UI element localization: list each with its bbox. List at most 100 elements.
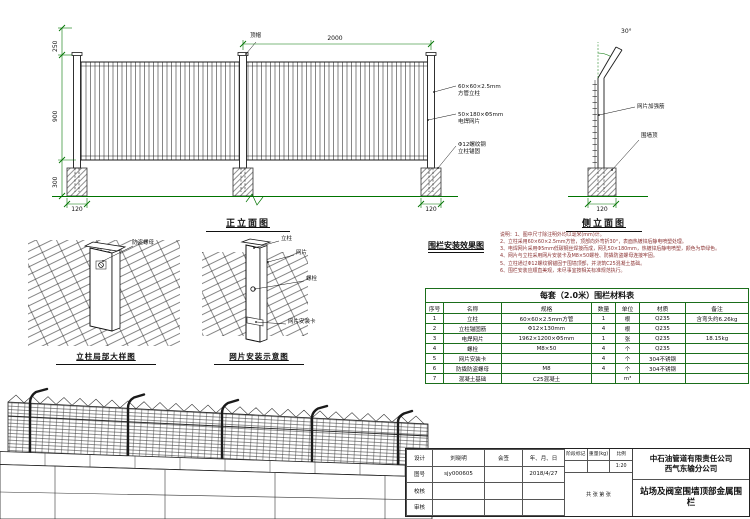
front-mesh-label-line1: 50×180×Φ5mm (458, 112, 504, 118)
cell: 个 (615, 343, 640, 354)
detail-mesh-mesh-label: 网片 (296, 250, 308, 256)
sign-row: 设计 刘晓明 会签 年、月、日 (406, 449, 565, 467)
stage-header-row: 阶段标记 重量(kg) 比例 (565, 449, 632, 461)
cell: 304不锈钢 (639, 363, 686, 374)
detail-mesh-bolt-label: 螺栓 (306, 276, 318, 282)
detail-mesh (202, 238, 308, 343)
title-block-middle: 阶段标记 重量(kg) 比例 1:20 共 张 第 张 (565, 449, 633, 516)
front-view-title: 正立面图 (206, 216, 290, 232)
note-item: 1、图中尺寸除注明外均以毫米(mm)计。 (514, 232, 605, 238)
sign-extra (484, 498, 523, 516)
title-block-right: 中石油管道有限责任公司 西气东输分公司 站场及阀室围墙顶部金属围栏 (633, 449, 749, 516)
cell: 4 (591, 323, 616, 334)
sign-extra: 会签 (484, 449, 523, 467)
signature-table: 设计 刘晓明 会签 年、月、日 图号 sjy000605 2018/4/27 校… (406, 449, 565, 516)
effect-view-title: 围栏安装效果图 (428, 240, 484, 253)
detail-mesh-clip-label: 网片安装卡 (288, 319, 316, 325)
side-walltop-label: 围墙顶 (641, 133, 658, 139)
cell: 18.15kg (684, 333, 750, 344)
angle-label-30deg: 30° (621, 28, 632, 35)
col-header-remark: 备注 (684, 302, 750, 314)
cell: 个 (615, 363, 640, 374)
weight-label: 重量(kg) (588, 449, 611, 460)
dim-top-250: 250 (52, 40, 59, 52)
cell: 1 (591, 313, 616, 324)
cell: 混凝土基础 (443, 373, 502, 384)
cell (591, 373, 616, 384)
col-header-name: 名称 (443, 302, 502, 314)
stage-value-row: 1:20 (565, 461, 632, 473)
cell: 1 (591, 333, 616, 344)
dim-embed-300: 300 (52, 176, 59, 188)
scale-label: 比例 (616, 452, 626, 457)
cell: Q235 (639, 313, 686, 324)
cell: Q235 (639, 343, 686, 354)
cell: Φ12×130mm (501, 323, 592, 334)
front-anchor-label-line1: Φ12螺纹钢 (458, 142, 486, 148)
dim-side-footing-120: 120 (596, 206, 608, 213)
dim-footing-left-120: 120 (71, 206, 83, 213)
cell: m³ (615, 373, 640, 384)
front-post-label-line2: 方管立柱 (458, 91, 481, 97)
sign-role: 校核 (406, 482, 433, 500)
side-elevation (587, 46, 640, 197)
sign-row: 审核 (406, 498, 565, 516)
sign-date: 年、月、日 (522, 449, 565, 467)
sheet-label: 共 张 第 张 (586, 492, 611, 498)
sign-extra (484, 482, 523, 500)
col-header-no: 序号 (425, 302, 444, 314)
cell: 4 (591, 343, 616, 354)
note-line: 说明：1、图中尺寸除注明外均以毫米(mm)计。 (500, 232, 748, 238)
cell: 张 (615, 333, 640, 344)
cell: 根 (615, 313, 640, 324)
sign-name (432, 498, 485, 516)
cell (501, 353, 592, 364)
side-dimensions (568, 42, 648, 208)
cell: 2 (425, 323, 444, 334)
cell: 4 (591, 363, 616, 374)
cell (684, 373, 750, 384)
detail-post-nut-label: 防盗螺母 (132, 240, 155, 246)
notes-title: 说明： (500, 232, 515, 238)
side-view-title: 侧立面图 (566, 216, 642, 232)
col-header-qty: 数量 (591, 302, 616, 314)
front-post-label-line1: 60×60×2.5mm (458, 84, 501, 90)
stage-label: 阶段标记 (565, 449, 588, 460)
col-header-unit: 单位 (615, 302, 640, 314)
col-header-spec: 规格 (501, 302, 592, 314)
cell: Q235 (639, 333, 686, 344)
cell: M8×50 (501, 343, 592, 354)
cell: 1962×1200×Φ5mm (501, 333, 592, 344)
dim-height-900: 900 (52, 110, 59, 122)
detail-mesh-post-label: 立柱 (281, 236, 293, 242)
cell: 根 (615, 323, 640, 334)
notes-block: 说明：1、图中尺寸除注明外均以毫米(mm)计。 2、立柱采用60×60×2.5m… (500, 232, 748, 275)
cell: 立柱锚固筋 (443, 323, 502, 334)
cell: 60×60×2.5mm方管 (501, 313, 592, 324)
front-dimensions (52, 24, 458, 208)
company-line2: 西气东输分公司 (664, 464, 718, 473)
front-mesh-label-line2: 电焊网片 (458, 119, 481, 125)
sign-name: 刘晓明 (432, 449, 485, 467)
cell: 304不锈钢 (639, 353, 686, 364)
drawing-title: 站场及阀室围墙顶部金属围栏 (639, 486, 742, 508)
sign-name (432, 482, 485, 500)
side-rib-label: 网片加强筋 (637, 104, 665, 110)
company-line1: 中石油管道有限责任公司 (649, 453, 733, 463)
sign-role: 设计 (406, 449, 433, 467)
materials-table-title: 每套（2.0米）围栏材料表 (424, 288, 750, 303)
materials-table-header-row: 序号 名称 规格 数量 单位 材质 备注 (425, 302, 750, 314)
cell: 防撬防盗螺母 (443, 363, 502, 374)
cell: 含弯头约6.26kg (684, 313, 750, 324)
note-item: 6、围栏安装应顺直美观，未尽事宜按相关标准规范执行。 (500, 267, 626, 274)
cell: M8 (501, 363, 592, 374)
dim-width-2000: 2000 (327, 35, 343, 42)
sign-name: sjy000605 (432, 465, 485, 483)
dim-footing-right-120: 120 (425, 206, 437, 213)
cell: Q235 (639, 323, 686, 334)
